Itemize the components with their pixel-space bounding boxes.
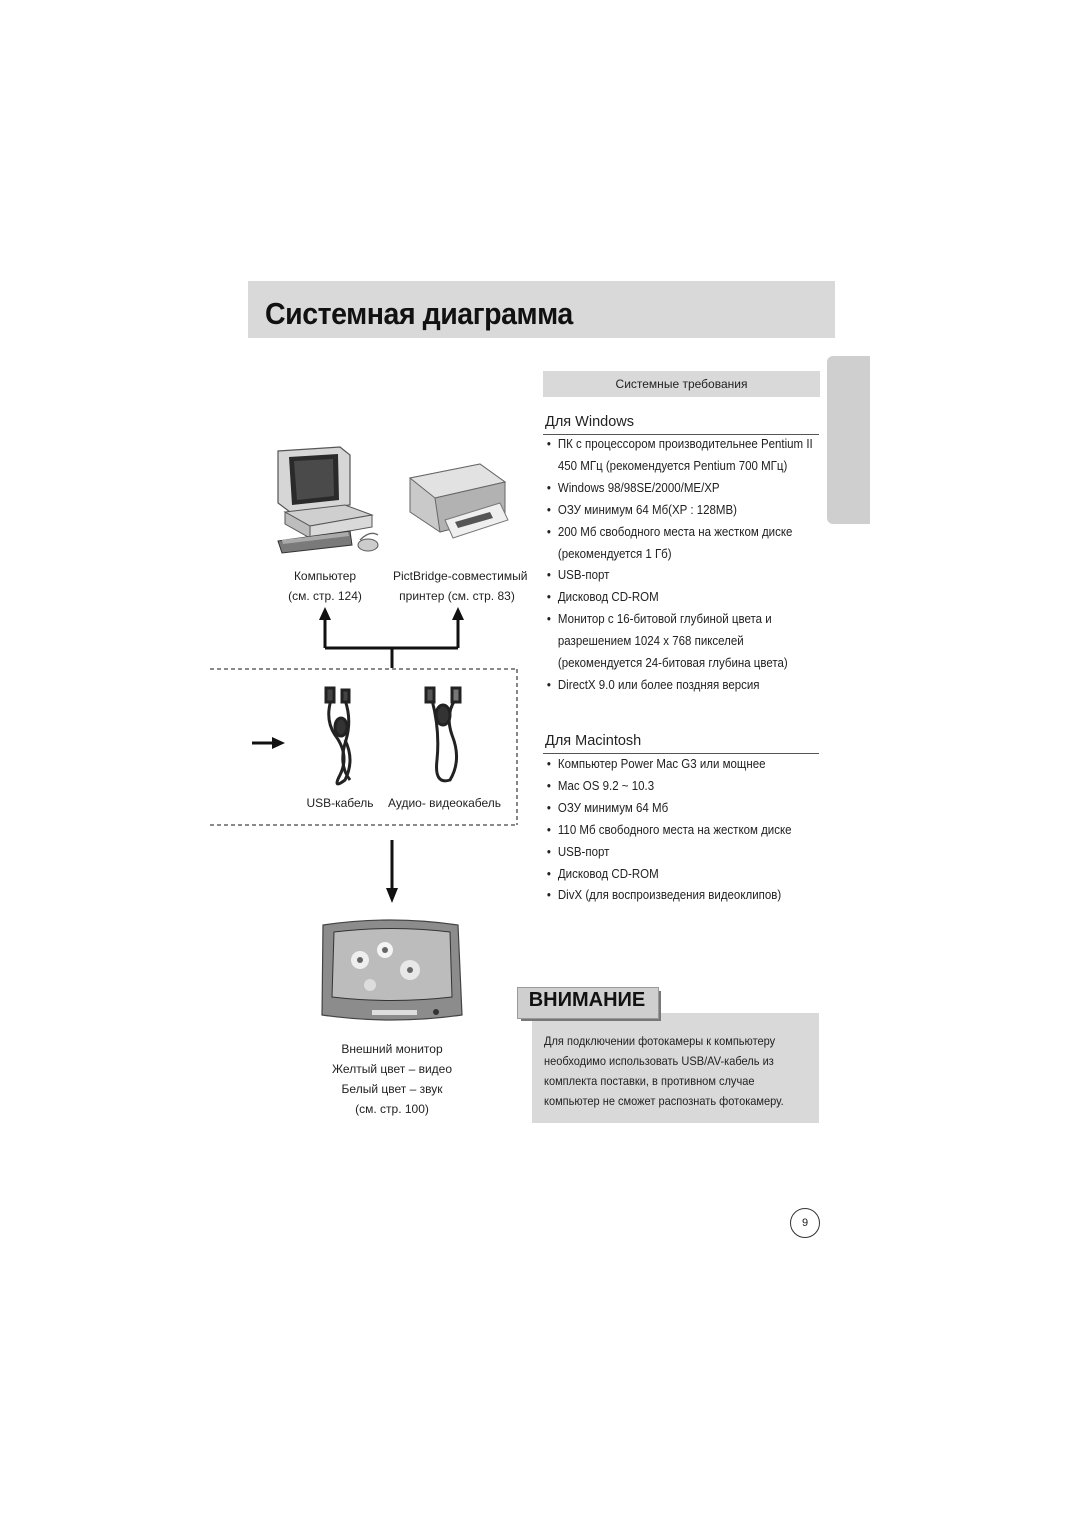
computer-illustration xyxy=(277,446,379,554)
bullet-icon: • xyxy=(546,568,551,583)
requirement-item: 450 МГц (рекомендуется Pentium 700 МГц) xyxy=(545,456,813,478)
computer-caption: Компьютер (см. стр. 124) xyxy=(276,566,374,606)
mac-requirements-list: • Компьютер Power Mac G3 или мощнее • Mac O… xyxy=(545,754,792,907)
side-tab xyxy=(827,356,870,524)
mac-heading: Для Macintosh xyxy=(545,733,642,749)
printer-label: PictBridge-совместимый xyxy=(393,569,528,583)
usb-cable-illustration xyxy=(324,686,352,786)
monitor-audio-note: Белый цвет – звук xyxy=(341,1082,443,1096)
warning-title: ВНИМАНИЕ xyxy=(528,989,646,1011)
requirement-text: USB-порт xyxy=(557,844,610,859)
requirement-text: (рекомендуется 24-битовая глубина цвета) xyxy=(557,656,788,671)
printer-illustration xyxy=(408,463,509,539)
printer-page-ref: принтер (см. стр. 83) xyxy=(399,589,515,603)
bullet-icon: • xyxy=(546,612,551,627)
bullet-icon: • xyxy=(546,524,551,539)
requirement-item: • Дисковод CD-ROM xyxy=(545,587,813,609)
monitor-video-note: Желтый цвет – видео xyxy=(331,1062,453,1076)
requirement-item: • Windows 98/98SE/2000/ME/XP xyxy=(545,478,813,500)
requirement-item: • DirectX 9.0 или более поздняя версия xyxy=(545,675,813,697)
requirement-item: • ОЗУ минимум 64 Мб xyxy=(545,798,792,820)
bullet-icon: • xyxy=(546,800,551,815)
printer-caption: PictBridge-совместимый принтер (см. стр.… xyxy=(393,566,528,606)
requirement-item: • ОЗУ минимум 64 Мб(XP : 128MB) xyxy=(545,500,813,522)
requirement-item: • 110 Мб свободного места на жестком диск… xyxy=(545,820,792,842)
requirement-text: Дисковод CD-ROM xyxy=(557,590,659,605)
requirement-text: 110 Мб свободного места на жестком диске xyxy=(557,822,792,837)
requirements-header-bar xyxy=(543,371,820,397)
page-title: Системная диаграмма xyxy=(265,296,573,331)
warning-line: комплекта поставки, в противном случае xyxy=(544,1074,755,1088)
requirement-item: разрешением 1024 x 768 пикселей xyxy=(545,631,813,653)
bullet-icon: • xyxy=(546,888,551,903)
requirement-text: 450 МГц (рекомендуется Pentium 700 МГц) xyxy=(557,458,788,473)
requirement-text: ПК с процессором производительнее Pentiu… xyxy=(557,437,813,451)
requirement-item: (рекомендуется 24-битовая глубина цвета) xyxy=(545,653,813,675)
windows-heading: Для Windows xyxy=(545,414,634,430)
windows-heading-rule xyxy=(543,434,819,435)
requirement-text: Дисковод CD-ROM xyxy=(557,866,659,881)
requirement-item: • USB-порт xyxy=(545,842,792,864)
requirement-item: • USB-порт xyxy=(545,565,813,587)
requirement-text: Монитор с 16-битовой глубиной цвета и xyxy=(557,612,772,627)
warning-line: необходимо использовать USB/AV-кабель из xyxy=(544,1054,774,1068)
requirement-text: (рекомендуется 1 Гб) xyxy=(557,546,672,561)
av-cable-illustration xyxy=(424,686,462,783)
av-cable-label: Аудио- видеокабель xyxy=(388,796,502,810)
requirement-item: • Mac OS 9.2 ~ 10.3 xyxy=(545,776,792,798)
tv-illustration xyxy=(321,919,463,1021)
requirement-text: ОЗУ минимум 64 Мб xyxy=(557,800,669,815)
bullet-icon: • xyxy=(546,502,551,517)
requirement-text: ОЗУ минимум 64 Мб(XP : 128MB) xyxy=(557,502,737,517)
monitor-page-ref: (см. стр. 100) xyxy=(355,1102,429,1116)
warning-line: компьютер не сможет распознать фотокамер… xyxy=(544,1094,784,1108)
requirement-text: DivX (для воспроизведения видеоклипов) xyxy=(557,888,782,903)
requirement-item: • Компьютер Power Mac G3 или мощнее xyxy=(545,754,792,776)
requirement-text: Windows 98/98SE/2000/ME/XP xyxy=(557,480,720,495)
computer-page-ref: (см. стр. 124) xyxy=(288,589,362,603)
title-bar xyxy=(248,281,835,338)
bullet-icon: • xyxy=(546,437,551,451)
requirement-text: Mac OS 9.2 ~ 10.3 xyxy=(557,778,655,793)
windows-requirements-list: • ПК с процессором производительнее Penti… xyxy=(545,434,813,697)
requirements-header: Системные требования xyxy=(615,377,748,391)
usb-cable-label: USB-кабель xyxy=(306,796,374,810)
mac-heading-rule xyxy=(543,753,819,754)
monitor-caption: Внешний монитор Желтый цвет – видео Белы… xyxy=(322,1039,462,1119)
bullet-icon: • xyxy=(546,480,551,495)
warning-line: Для подключении фотокамеры к компьютеру xyxy=(544,1034,776,1048)
requirement-text: DirectX 9.0 или более поздняя версия xyxy=(557,677,760,692)
bullet-icon: • xyxy=(546,778,551,793)
requirement-item: • Монитор с 16-битовой глубиной цвета и xyxy=(545,609,813,631)
requirement-item: • DivX (для воспроизведения видеоклипов) xyxy=(545,885,792,907)
requirement-text: 200 Мб свободного места на жестком диске xyxy=(557,524,793,539)
requirement-text: USB-порт xyxy=(557,568,610,583)
requirement-text: разрешением 1024 x 768 пикселей xyxy=(557,634,744,649)
computer-label: Компьютер xyxy=(293,569,357,583)
warning-box xyxy=(532,1013,819,1123)
requirement-item: (рекомендуется 1 Гб) xyxy=(545,544,813,566)
bullet-icon: • xyxy=(546,866,551,881)
requirement-item: • ПК с процессором производительнее Penti… xyxy=(545,434,813,456)
requirement-item: • 200 Мб свободного места на жестком диск… xyxy=(545,522,813,544)
requirement-item: • Дисковод CD-ROM xyxy=(545,864,792,886)
monitor-label: Внешний монитор xyxy=(341,1042,443,1056)
warning-badge xyxy=(517,987,659,1019)
bullet-icon: • xyxy=(546,822,551,837)
bullet-icon: • xyxy=(546,844,551,859)
bullet-icon: • xyxy=(546,590,551,605)
page-number: 9 xyxy=(790,1208,820,1238)
warning-text: Для подключении фотокамеры к компьютеру … xyxy=(544,1031,784,1111)
bullet-icon: • xyxy=(546,677,551,692)
bullet-icon: • xyxy=(546,757,551,771)
requirement-text: Компьютер Power Mac G3 или мощнее xyxy=(557,757,766,771)
